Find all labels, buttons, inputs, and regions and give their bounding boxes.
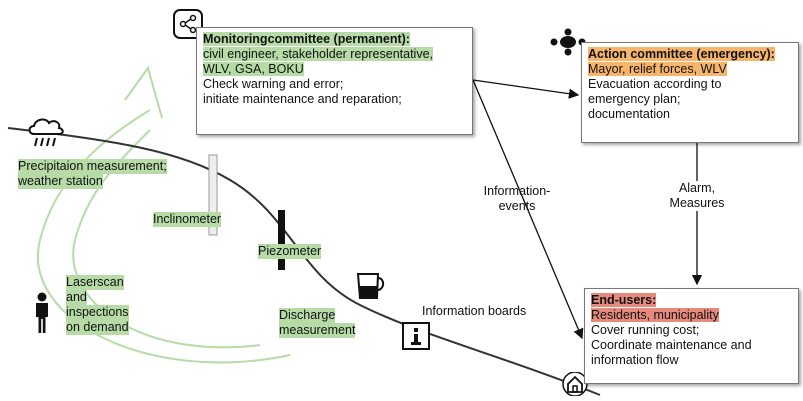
action-members: Mayor, relief forces, WLV bbox=[588, 62, 727, 76]
information-events-label-1: Information- bbox=[483, 184, 551, 198]
information-events-label-2: events bbox=[498, 199, 536, 213]
precipitation-label-1: Precipitaion measurement; bbox=[18, 159, 167, 174]
endusers-title: End-users: bbox=[591, 293, 657, 307]
discharge-label-2: measurement bbox=[279, 323, 356, 338]
endusers-task-1: Cover running cost; bbox=[591, 323, 700, 337]
inclinometer-label: Inclinometer bbox=[153, 212, 222, 227]
arrow-monitoring-action bbox=[472, 79, 580, 99]
laserscan-label-2: and bbox=[66, 290, 87, 305]
action-task-3: documentation bbox=[588, 107, 671, 121]
info-board-icon bbox=[402, 322, 430, 350]
laserscan-label-3: inspections bbox=[66, 305, 129, 320]
action-title: Action committee (emergency): bbox=[588, 47, 775, 61]
endusers-task-2: Coordinate maintenance and bbox=[591, 338, 752, 352]
monitoring-task-2: initiate maintenance and reparation; bbox=[203, 92, 402, 106]
monitoring-members-1: civil engineer, stakeholder representati… bbox=[203, 47, 433, 61]
endusers-task-3: information flow bbox=[591, 353, 679, 367]
monitoring-committee-box: Monitoringcommittee (permanent): civil e… bbox=[196, 27, 473, 135]
house-icon bbox=[562, 371, 588, 397]
inclinometer-tube bbox=[208, 154, 218, 236]
cycle-arrowhead bbox=[124, 65, 163, 119]
monitoring-task-1: Check warning and error; bbox=[203, 77, 344, 91]
arrow-monitoring-endusers bbox=[472, 79, 584, 340]
rain-cloud-icon bbox=[26, 114, 66, 150]
alarm-label-1: Alarm, bbox=[660, 181, 734, 196]
endusers-members: Residents, municipality bbox=[591, 308, 719, 322]
piezometer-label: Piezometer bbox=[258, 244, 322, 259]
laserscan-label-1: Laserscan bbox=[66, 275, 124, 290]
cycle-arrow bbox=[37, 109, 291, 364]
person-icon bbox=[32, 292, 52, 334]
piezometer-bar bbox=[278, 210, 285, 270]
alarm-label-2: Measures bbox=[660, 196, 734, 211]
beaker-icon bbox=[354, 270, 388, 302]
action-committee-box: Action committee (emergency): Mayor, rel… bbox=[581, 42, 799, 143]
precipitation-label-2: weather station bbox=[18, 174, 103, 189]
end-users-box: End-users: Residents, municipality Cover… bbox=[584, 288, 799, 384]
action-task-1: Evacuation according to bbox=[588, 77, 722, 91]
discharge-label-1: Discharge bbox=[279, 308, 336, 323]
share-icon bbox=[173, 9, 203, 39]
monitoring-title: Monitoringcommittee (permanent): bbox=[203, 32, 410, 46]
monitoring-members-2: WLV, GSA, BOKU bbox=[203, 62, 304, 76]
information-boards-label: Information boards bbox=[422, 304, 527, 318]
action-task-2: emergency plan; bbox=[588, 92, 681, 106]
laserscan-label-4: on demand bbox=[66, 320, 129, 335]
